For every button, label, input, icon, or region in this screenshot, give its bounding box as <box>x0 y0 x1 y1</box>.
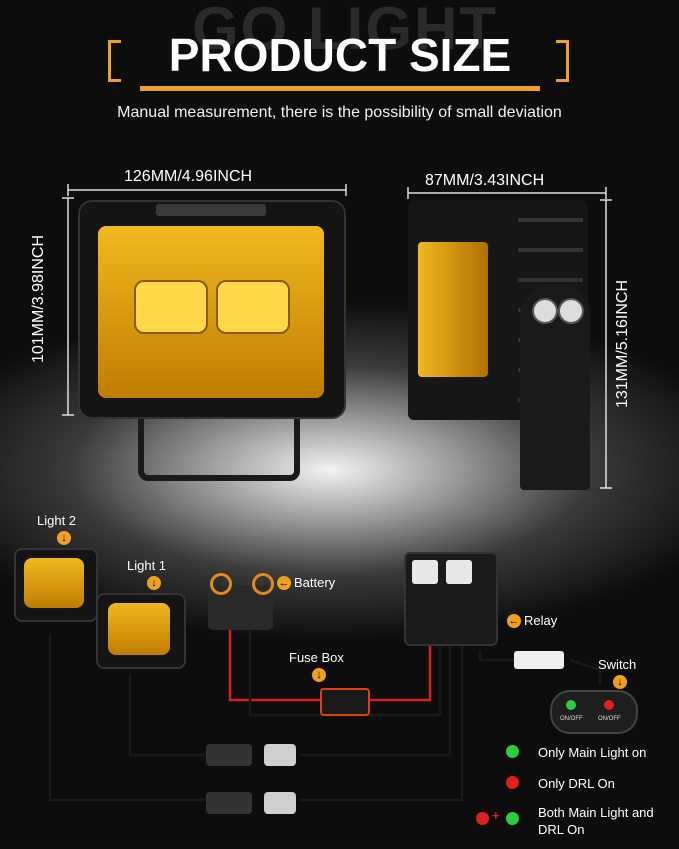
relay-terminal-2 <box>446 560 472 584</box>
legend-green-dot <box>506 745 519 758</box>
arrow-left-icon: ← <box>507 614 521 628</box>
battery-label: Battery <box>294 575 336 590</box>
legend-plus: + <box>492 808 500 823</box>
connector-socket-2 <box>264 792 296 814</box>
bolt-knob-right <box>558 298 584 324</box>
fuse-box <box>320 688 370 716</box>
arrow-down-icon: ↓ <box>147 576 161 590</box>
front-view-light <box>78 200 346 485</box>
connector-plug-2 <box>206 792 252 814</box>
light-1-label: Light 1 <box>127 558 167 573</box>
background-watermark-word: GO LIGHT <box>192 0 498 62</box>
relay-terminal-1 <box>412 560 438 584</box>
side-height-label: 131MM/5.16INCH <box>614 279 631 409</box>
connector-plug-1 <box>206 744 252 766</box>
side-view-light <box>408 200 598 490</box>
switch-button-left-label: ON/OFF <box>560 716 583 722</box>
page-title: PRODUCT SIZE <box>168 29 512 81</box>
relay-unit <box>404 552 498 646</box>
arrow-left-icon: ← <box>277 576 291 590</box>
side-depth-label: 87MM/3.43INCH <box>425 172 545 189</box>
subtitle: Manual measurement, there is the possibi… <box>117 104 562 121</box>
switch-label: Switch <box>598 657 637 672</box>
dimension-lines <box>62 184 612 489</box>
title-bracket-left <box>108 40 121 82</box>
legend-item-both: Both Main Light and DRL On <box>538 805 654 837</box>
light-1-unit <box>96 593 186 678</box>
drl-strip <box>156 204 266 216</box>
light-2-lens <box>24 558 84 608</box>
relay-label: Relay <box>524 613 558 628</box>
bolt-knob-left <box>532 298 558 324</box>
title-underline <box>140 86 540 91</box>
legend-green-dot <box>506 812 519 825</box>
fuse-box-label: Fuse Box <box>289 650 344 665</box>
side-lens <box>418 242 488 377</box>
connector-socket-1 <box>264 744 296 766</box>
switch-red-indicator <box>604 700 614 710</box>
mount-bracket <box>138 405 300 481</box>
arrow-down-icon: ↓ <box>312 668 326 682</box>
switch-button-right-label: ON/OFF <box>598 716 621 722</box>
light-2-label: Light 2 <box>37 513 77 528</box>
arrow-down-icon: ↓ <box>57 531 71 545</box>
front-height-label: 101MM/3.98INCH <box>30 234 47 364</box>
battery-terminal-positive <box>210 573 232 595</box>
title-bracket-right <box>556 40 569 82</box>
legend-red-dot <box>506 776 519 789</box>
legend-item-drl: Only DRL On <box>538 776 615 791</box>
front-width-label: 126MM/4.96INCH <box>124 168 253 185</box>
led-module-left <box>134 280 208 334</box>
legend-red-dot <box>476 812 489 825</box>
amber-lens <box>98 226 324 398</box>
switch-green-indicator <box>566 700 576 710</box>
light-2-unit <box>14 548 98 632</box>
led-module-right <box>216 280 290 334</box>
light-1-lens <box>108 603 170 655</box>
switch-panel: ON/OFF ON/OFF <box>550 690 638 734</box>
arrow-down-icon: ↓ <box>613 675 627 689</box>
battery-terminal-negative <box>252 573 274 595</box>
legend-item-main-light: Only Main Light on <box>538 745 647 760</box>
switch-connector <box>514 651 564 669</box>
